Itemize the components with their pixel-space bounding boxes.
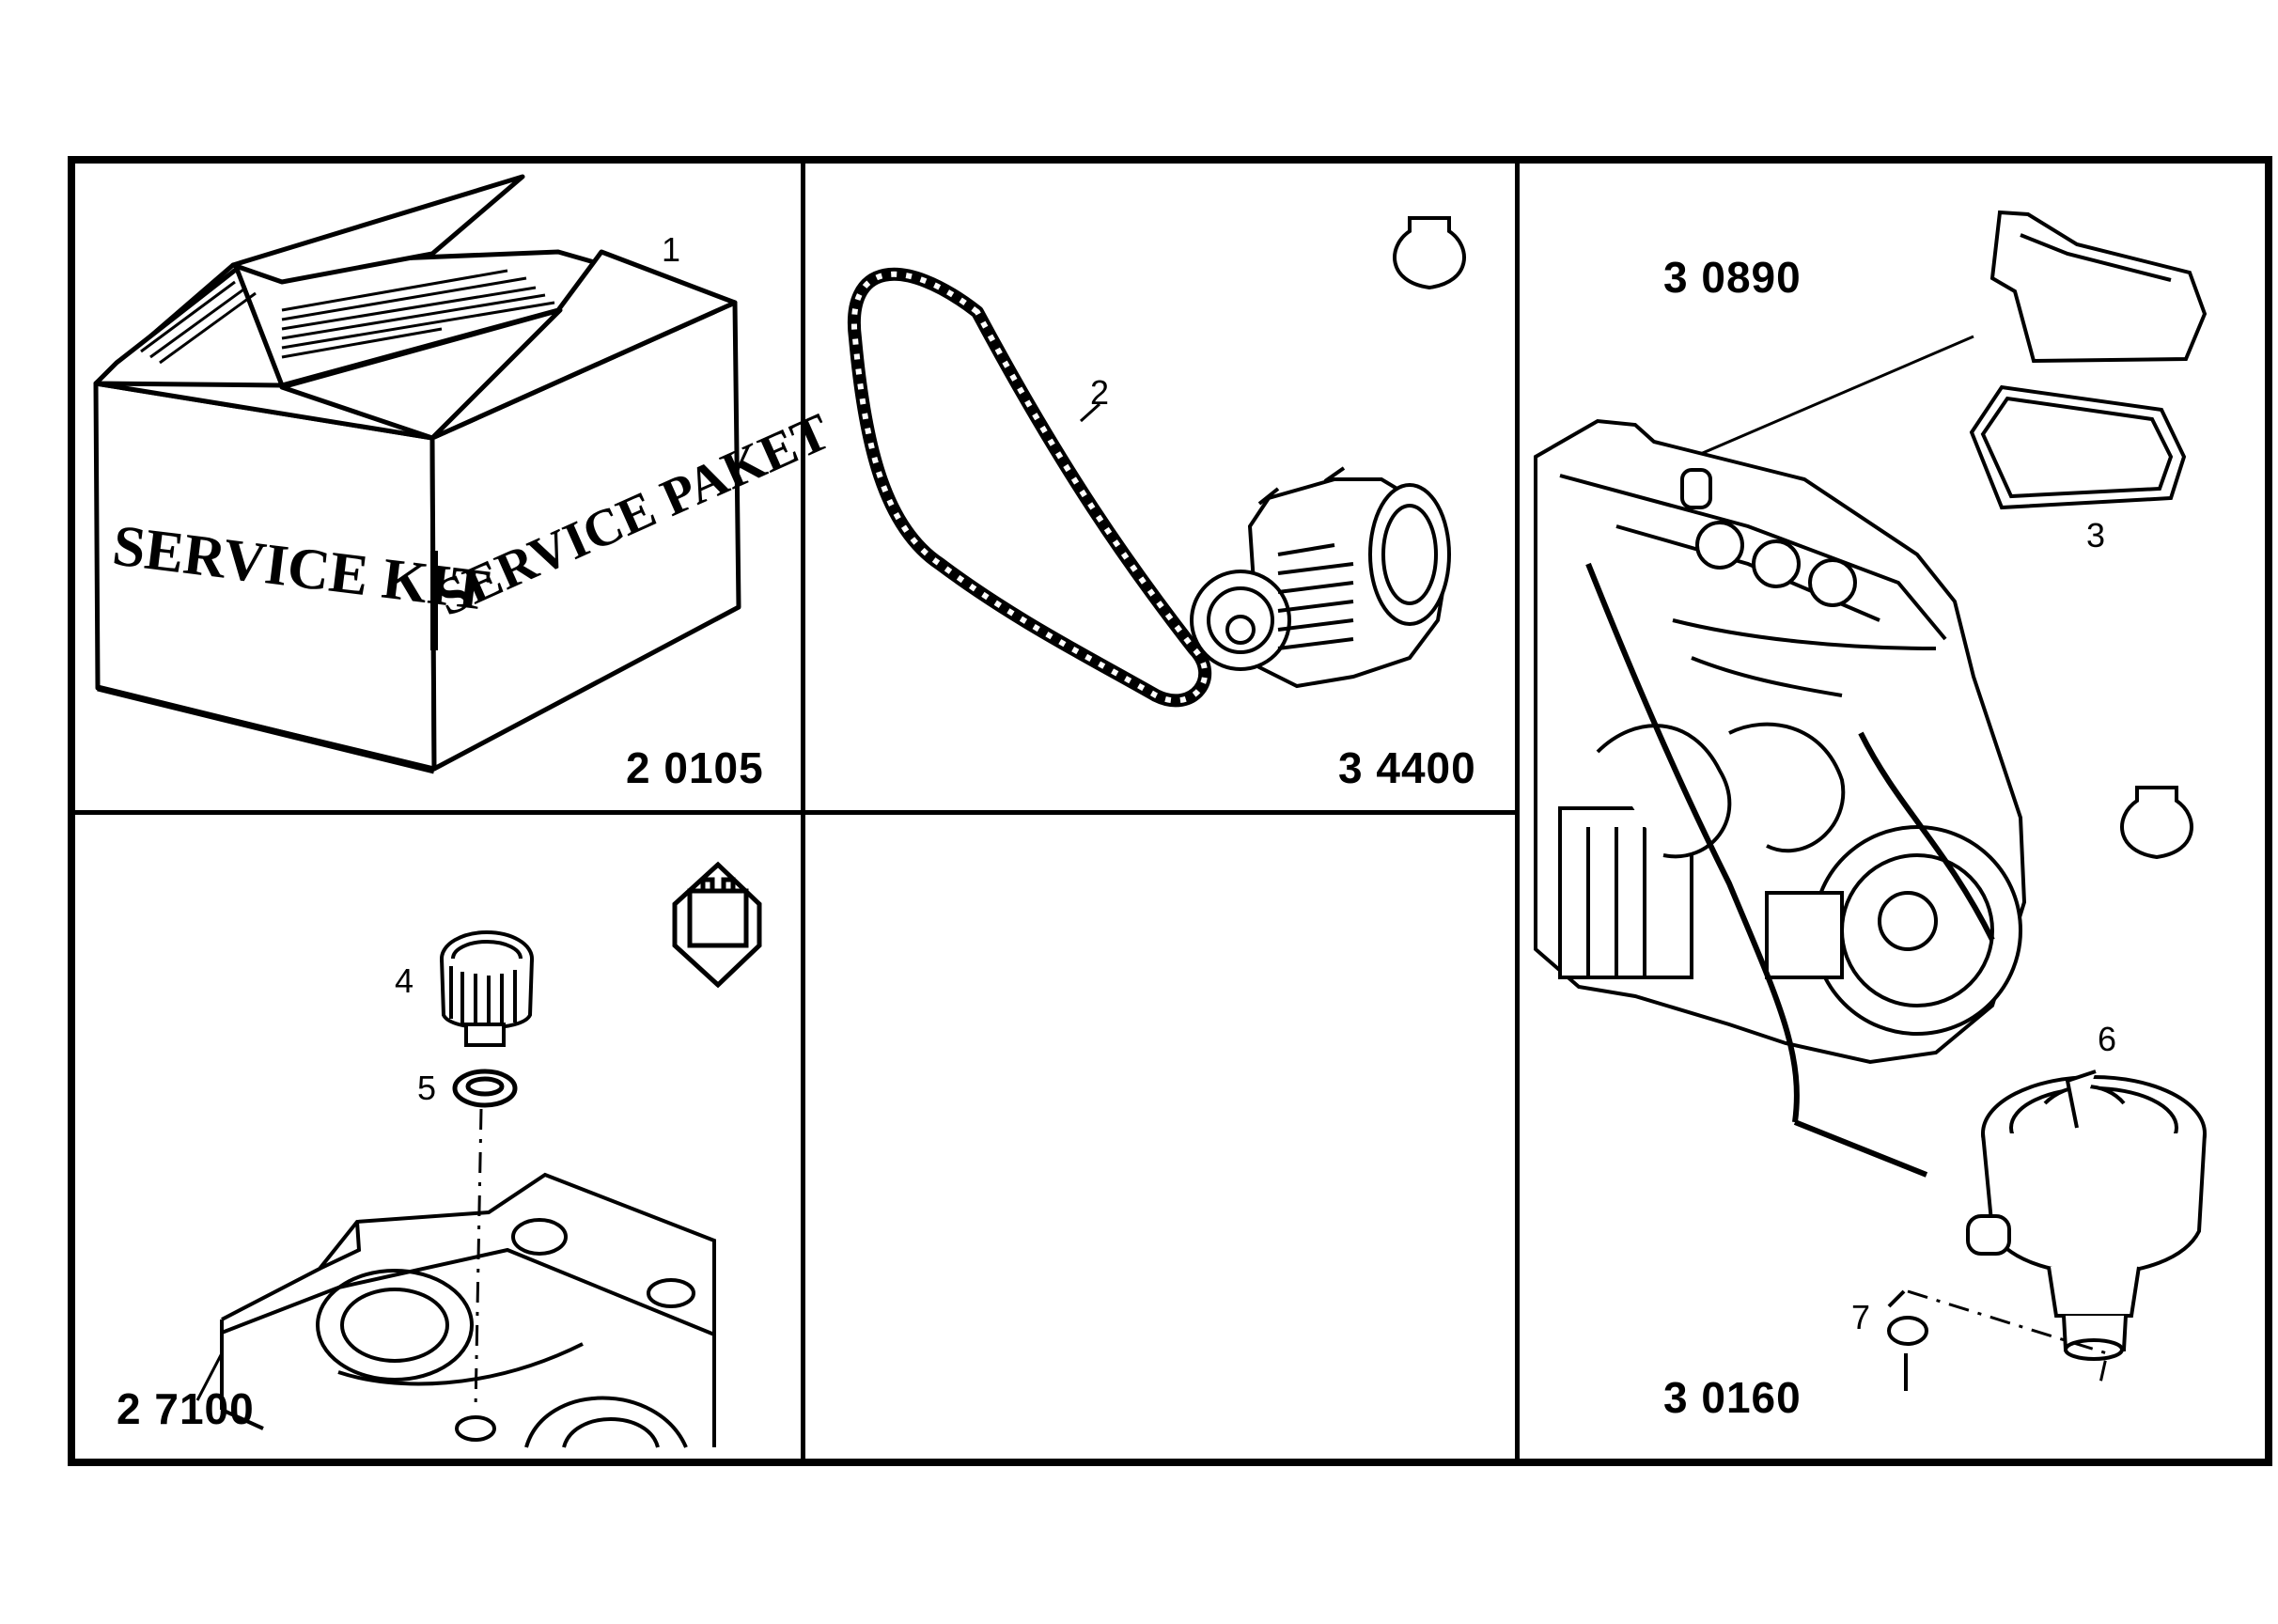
valve-cover-part [1989, 210, 2208, 364]
callout-2: 2 [1090, 373, 1110, 412]
seal-ring [452, 1069, 518, 1108]
v-belt [847, 267, 1212, 708]
callout-7: 7 [1851, 1298, 1871, 1336]
service-kit-box [93, 174, 741, 774]
leader-2 [1079, 402, 1101, 423]
engine-assembly [1534, 418, 2027, 1065]
divider-row [71, 810, 1517, 815]
callout-4: 4 [395, 961, 414, 1000]
assembly-line-7 [1907, 1289, 2109, 1388]
circlip [1887, 1289, 1928, 1391]
assembly-line-5 [474, 1108, 483, 1411]
part-number-27100: 2 7100 [117, 1384, 255, 1433]
divider-col-2 [1515, 160, 1520, 1462]
interval-drop-icon [2120, 786, 2193, 860]
valve-cover-gasket-part [1969, 384, 2187, 510]
part-number-30890: 3 0890 [1663, 253, 1802, 302]
part-number-20105: 2 0105 [626, 743, 764, 792]
leader-30890 [1662, 335, 1974, 472]
callout-1: 1 [662, 230, 681, 269]
part-number-30160: 3 0160 [1663, 1373, 1802, 1422]
callout-6: 6 [2098, 1020, 2117, 1058]
interval-drop-icon [1393, 216, 1466, 290]
empty-panel [808, 818, 1511, 1460]
alternator [1190, 466, 1451, 689]
filler-cap [440, 930, 534, 1047]
part-number-34400: 3 4400 [1338, 743, 1476, 792]
hex-battery-icon [672, 861, 762, 989]
callout-5: 5 [417, 1069, 437, 1107]
valve-cover-gasket [220, 1172, 716, 1448]
oil-separator [1966, 1070, 2207, 1361]
engine-wiring [1585, 562, 1995, 1178]
callout-3: 3 [2086, 516, 2106, 554]
leader-part-no-27100 [195, 1352, 224, 1401]
